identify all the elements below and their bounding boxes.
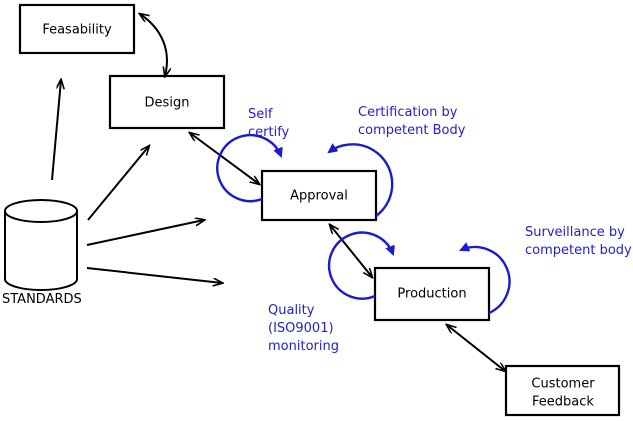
connector-standards-production[interactable] bbox=[86, 267, 222, 283]
node-feasability-box[interactable] bbox=[18, 3, 136, 55]
node-customer-feedback[interactable]: Customer Feedback bbox=[504, 364, 621, 417]
node-standards-datastore[interactable]: STANDARDS bbox=[2, 199, 82, 307]
node-customer-feedback-label-line2: Feedback bbox=[532, 395, 594, 410]
annotation-quality-line2: (ISO9001) bbox=[268, 321, 334, 336]
node-approval[interactable]: Approval bbox=[260, 169, 378, 222]
annotation-self-certify: Self certify bbox=[248, 107, 290, 140]
node-design[interactable]: Design bbox=[108, 74, 226, 130]
node-design-label: Design bbox=[145, 96, 190, 111]
connector-production-customer-feedback[interactable] bbox=[447, 325, 505, 371]
connector-design-approval[interactable] bbox=[190, 133, 259, 184]
annotation-quality-line3: monitoring bbox=[268, 339, 339, 354]
annotation-self-certify-line2: certify bbox=[248, 125, 290, 140]
node-production-box[interactable] bbox=[373, 266, 491, 322]
annotation-certification-competent-body: Certification by competent Body bbox=[358, 105, 466, 138]
connector-standards-approval[interactable] bbox=[86, 220, 204, 246]
node-production-label: Production bbox=[397, 287, 466, 302]
node-approval-box[interactable] bbox=[260, 169, 378, 222]
annotation-quality-line1: Quality bbox=[268, 303, 315, 318]
annotation-surveillance-competent-body: Surveillance by competent body bbox=[525, 225, 632, 258]
connector-standards-design[interactable] bbox=[87, 146, 149, 221]
annotation-self-certify-line1: Self bbox=[248, 107, 273, 122]
loop-quality-monitoring[interactable] bbox=[327, 231, 393, 300]
annotation-surveillance-line1: Surveillance by bbox=[525, 225, 625, 240]
node-customer-feedback-box[interactable] bbox=[504, 364, 621, 417]
annotation-certification-line2: competent Body bbox=[358, 123, 466, 138]
node-production[interactable]: Production bbox=[373, 266, 491, 322]
connector-approval-production[interactable] bbox=[330, 225, 372, 277]
loop-certification-by-competent-body[interactable] bbox=[329, 144, 394, 217]
cylinder-body bbox=[4, 211, 78, 291]
node-standards-label: STANDARDS bbox=[2, 292, 82, 307]
loop-surveillance-by-competent-body[interactable] bbox=[461, 247, 511, 315]
node-feasability[interactable]: Feasability bbox=[18, 3, 136, 55]
node-feasability-label: Feasability bbox=[42, 23, 112, 38]
annotation-quality-monitoring: Quality (ISO9001) monitoring bbox=[268, 303, 339, 354]
annotation-certification-line1: Certification by bbox=[358, 105, 458, 120]
node-approval-label: Approval bbox=[290, 189, 348, 204]
loop-self-certify[interactable] bbox=[216, 133, 281, 203]
node-design-box[interactable] bbox=[108, 74, 226, 130]
cylinder-top-ellipse bbox=[4, 199, 78, 223]
annotation-surveillance-line2: competent body bbox=[525, 243, 632, 258]
connector-design-feasability[interactable] bbox=[140, 14, 167, 76]
node-customer-feedback-label-line1: Customer bbox=[531, 377, 595, 392]
connector-standards-feasability[interactable] bbox=[51, 80, 61, 181]
